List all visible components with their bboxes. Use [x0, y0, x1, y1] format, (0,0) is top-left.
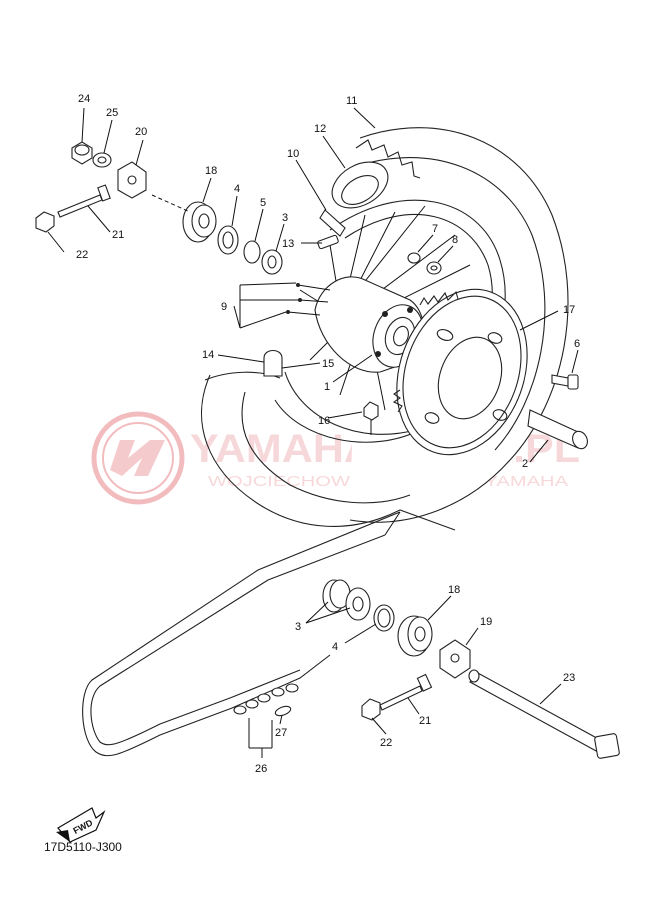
callout-22-upper: 22	[76, 249, 88, 261]
callout-26: 26	[255, 763, 267, 775]
bearing-4	[217, 225, 239, 255]
nut-22-lower	[361, 698, 381, 721]
nipple-7	[407, 252, 421, 264]
inner-tube	[331, 161, 389, 209]
bolt-21-lower	[379, 673, 433, 711]
callout-5: 5	[260, 197, 266, 209]
callout-2: 2	[522, 458, 528, 470]
callout-21-upper: 21	[112, 229, 124, 241]
callout-23: 23	[563, 672, 575, 684]
nut-16	[363, 401, 379, 435]
chain-outline	[82, 511, 401, 757]
rim-band	[319, 209, 346, 237]
diagram-code: 17D5110-J300	[44, 840, 122, 854]
nut-24	[71, 141, 93, 165]
callout-9: 9	[221, 301, 227, 313]
callout-1: 1	[324, 381, 330, 393]
callout-18-lower: 18	[448, 584, 460, 596]
bolt-6	[551, 374, 579, 390]
collar-18-lower	[397, 615, 433, 657]
callout-21-lower: 21	[419, 715, 431, 727]
washer-8	[426, 261, 442, 275]
sprocket	[392, 288, 528, 456]
axle-23	[468, 669, 620, 759]
callout-14: 14	[202, 349, 214, 361]
nut-22	[35, 211, 55, 233]
callout-16: 16	[318, 415, 330, 427]
callout-27: 27	[275, 727, 287, 739]
adjuster-20	[117, 161, 147, 199]
bearings-3-lower	[322, 579, 371, 621]
collar-18	[182, 201, 217, 243]
callout-19: 19	[480, 616, 492, 628]
callout-10: 10	[287, 148, 299, 160]
callout-20: 20	[135, 126, 147, 138]
callout-4-upper: 4	[234, 183, 240, 195]
forward-arrow-icon: FWD	[56, 807, 106, 843]
callout-24: 24	[78, 93, 90, 105]
callout-25: 25	[106, 107, 118, 119]
callout-6: 6	[574, 338, 580, 350]
callout-15: 15	[322, 358, 334, 370]
callout-12: 12	[314, 123, 326, 135]
bearing-3	[261, 249, 283, 275]
circlip-5	[243, 240, 261, 264]
callouts: 24 25 20 18 4 5 3 21 22 11 12 10 13 7 8 …	[76, 93, 580, 775]
axle-collar-2	[527, 409, 588, 450]
callout-3-upper: 3	[282, 212, 288, 224]
chain-joint	[233, 683, 299, 717]
washer-25	[92, 152, 112, 168]
tube-valve	[317, 234, 339, 250]
callout-7: 7	[432, 223, 438, 235]
bolt-21	[57, 184, 111, 218]
adjuster-19	[439, 639, 471, 679]
leader-lines-upper	[47, 107, 579, 463]
callout-11: 11	[346, 95, 357, 107]
callout-22-lower: 22	[380, 737, 392, 749]
spoke-bolts-9	[286, 283, 331, 316]
watermark-logo	[91, 411, 185, 505]
callout-13: 13	[282, 238, 294, 250]
tire-lock-14	[263, 349, 283, 377]
callout-17: 17	[563, 304, 575, 316]
callout-8: 8	[452, 234, 458, 246]
callout-18-upper: 18	[205, 165, 217, 177]
leader-lines-lower	[248, 595, 562, 758]
circlip-4-lower	[373, 604, 395, 632]
callout-4-lower: 4	[332, 641, 338, 653]
callout-3-lower: 3	[295, 621, 301, 633]
